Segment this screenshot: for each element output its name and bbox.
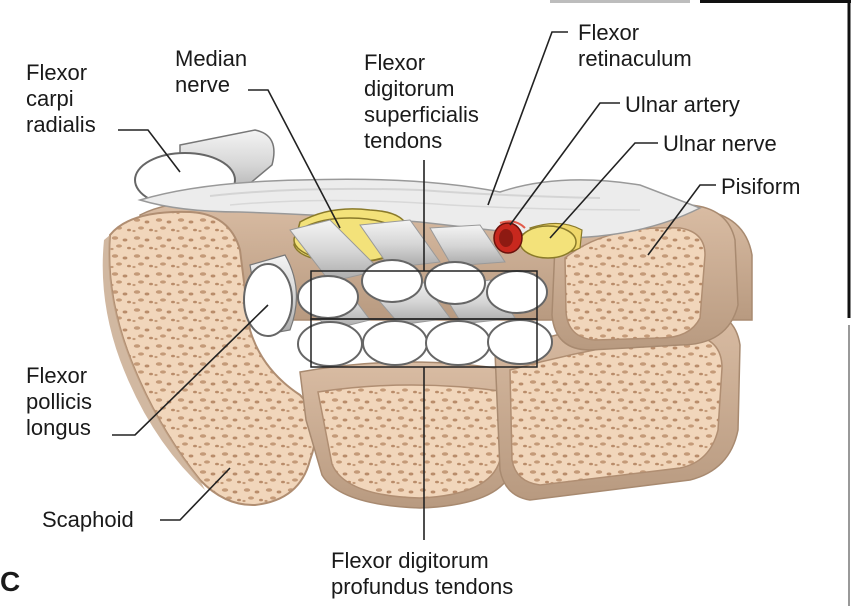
fds-tendon [298, 276, 358, 318]
label-scaphoid: Scaphoid [42, 507, 134, 533]
label-pisiform: Pisiform [721, 174, 800, 200]
label-flexor-digitorum-superficialis-tendons: Flexor digitorum superficialis tendons [364, 50, 479, 154]
lunate-bone [300, 362, 528, 508]
label-median-nerve: Median nerve [175, 46, 247, 98]
leader-flexor-retinaculum [488, 32, 568, 205]
fds-tendon [487, 271, 547, 313]
label-ulnar-artery: Ulnar artery [625, 92, 740, 118]
fdp-tendon [298, 322, 362, 366]
fdp-tendon [426, 321, 490, 365]
label-flexor-pollicis-longus: Flexor pollicis longus [26, 363, 92, 441]
label-flexor-digitorum-profundus-tendons: Flexor digitorum profundus tendons [331, 548, 513, 600]
fds-tendon [425, 262, 485, 304]
panel-letter: C [0, 566, 20, 598]
fdp-tendon [363, 321, 427, 365]
fdp-tendon [488, 320, 552, 364]
label-flexor-retinaculum: Flexor retinaculum [578, 20, 692, 72]
fds-tendon [362, 260, 422, 302]
label-ulnar-nerve: Ulnar nerve [663, 131, 777, 157]
label-flexor-carpi-radialis: Flexor carpi radialis [26, 60, 96, 138]
flexor-pollicis-longus-tendon [244, 255, 296, 336]
flexor-digitorum-profundus-tendons [298, 320, 552, 366]
